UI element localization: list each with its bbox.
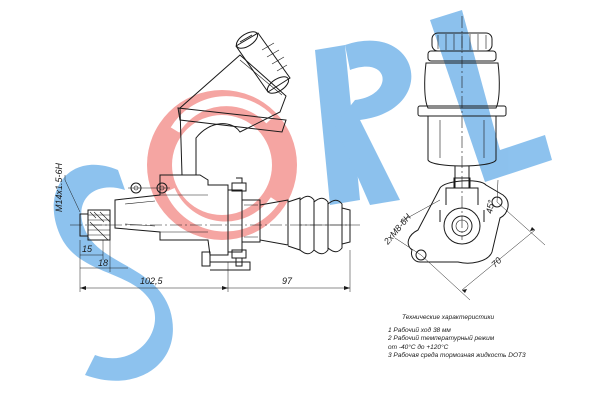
- spec-item: 1 Рабочий ход 38 мм: [388, 326, 451, 334]
- spec-item: от -40°С до +120°С: [388, 343, 449, 351]
- reservoir-cap: [235, 31, 291, 94]
- neck-bolts: [128, 182, 170, 194]
- specs-title: Технические характеристики: [402, 314, 495, 321]
- watermark-letter-s: [53, 164, 173, 381]
- watermark-letter-r: [315, 40, 412, 206]
- dim-97: 97: [282, 276, 293, 286]
- front-flange: [407, 177, 509, 264]
- mounting-flange: [201, 177, 261, 271]
- dim-thread-left: M14x1.5-6H: [54, 162, 64, 212]
- watermark-letter-l: [430, 10, 552, 182]
- dim-102-5: 102,5: [140, 276, 164, 286]
- spec-item: 2 Рабочий температурный режим: [388, 335, 495, 343]
- dim-15: 15: [82, 244, 93, 254]
- dim-18: 18: [98, 258, 108, 268]
- spec-item: 3 Рабочая среда тормозная жидкость DOT3: [388, 352, 526, 360]
- technical-specs: Технические характеристики 1 Рабочий ход…: [388, 314, 593, 361]
- dim-angle: 45°: [484, 199, 496, 215]
- side-view: M14x1.5-6H 15 18 102,5 97: [54, 31, 360, 292]
